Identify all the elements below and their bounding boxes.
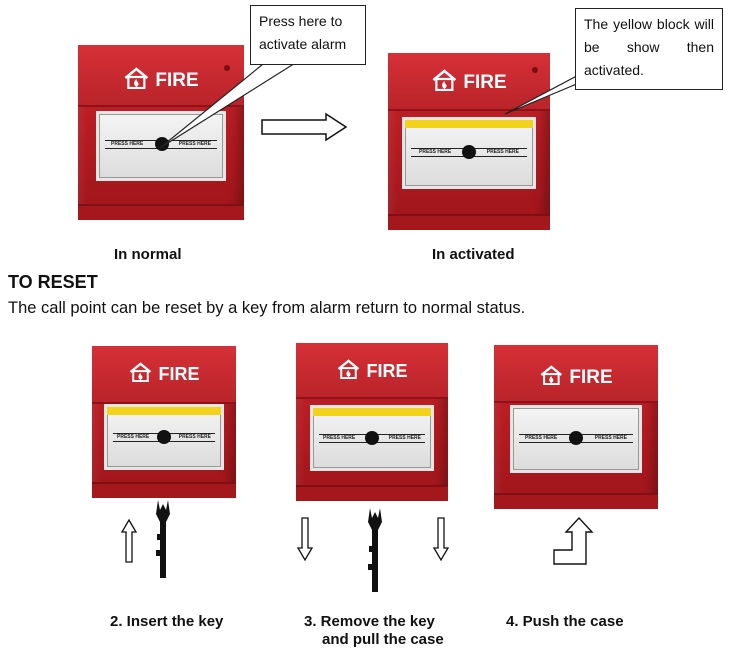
arrow-down-icon (432, 517, 450, 562)
fire-label: FIRE (155, 70, 199, 91)
arrow-up-icon (120, 518, 138, 563)
arrow-down-icon (296, 517, 314, 562)
key-icon (368, 508, 382, 592)
reset-heading: TO RESET (8, 272, 98, 292)
step-2-label: 2. Insert the key (110, 613, 224, 630)
step-4-label: 4. Push the case (506, 613, 624, 630)
caption-activated: In activated (432, 246, 515, 263)
fire-house-icon (431, 69, 457, 97)
arrow-push-icon (553, 516, 594, 565)
key-icon (156, 500, 170, 578)
step-3-label-line2: and pull the case (322, 631, 444, 648)
call-point-step-2: FIRE PRESS HERE PRESS HERE (92, 346, 236, 498)
fire-brand: FIRE (431, 69, 507, 97)
fire-house-icon (336, 359, 360, 384)
call-point-step-4: FIRE PRESS HERE PRESS HERE (494, 345, 658, 509)
press-point[interactable] (155, 137, 169, 151)
arrow-right-icon (261, 112, 348, 142)
caption-normal: In normal (114, 246, 182, 263)
call-point-step-3: FIRE PRESS HERE PRESS HERE (296, 343, 448, 501)
step-3-label: 3. Remove the key (304, 613, 435, 630)
glass-window[interactable]: PRESS HERE PRESS HERE (402, 117, 536, 189)
fire-brand: FIRE (123, 67, 199, 95)
fire-house-icon (539, 365, 563, 391)
callout-press: Press here to activate alarm (250, 5, 366, 65)
call-point-activated: FIRE PRESS HERE PRESS HERE (388, 53, 550, 230)
call-point-normal: FIRE PRESS HERE PRESS HERE (78, 45, 244, 220)
fire-house-icon (128, 362, 152, 387)
callout-yellow: The yellow block will be show then activ… (575, 8, 723, 90)
yellow-indicator (405, 120, 533, 128)
glass-window[interactable]: PRESS HERE PRESS HERE (96, 111, 226, 181)
reset-description: The call point can be reset by a key fro… (8, 299, 526, 317)
fire-house-icon (123, 67, 149, 95)
